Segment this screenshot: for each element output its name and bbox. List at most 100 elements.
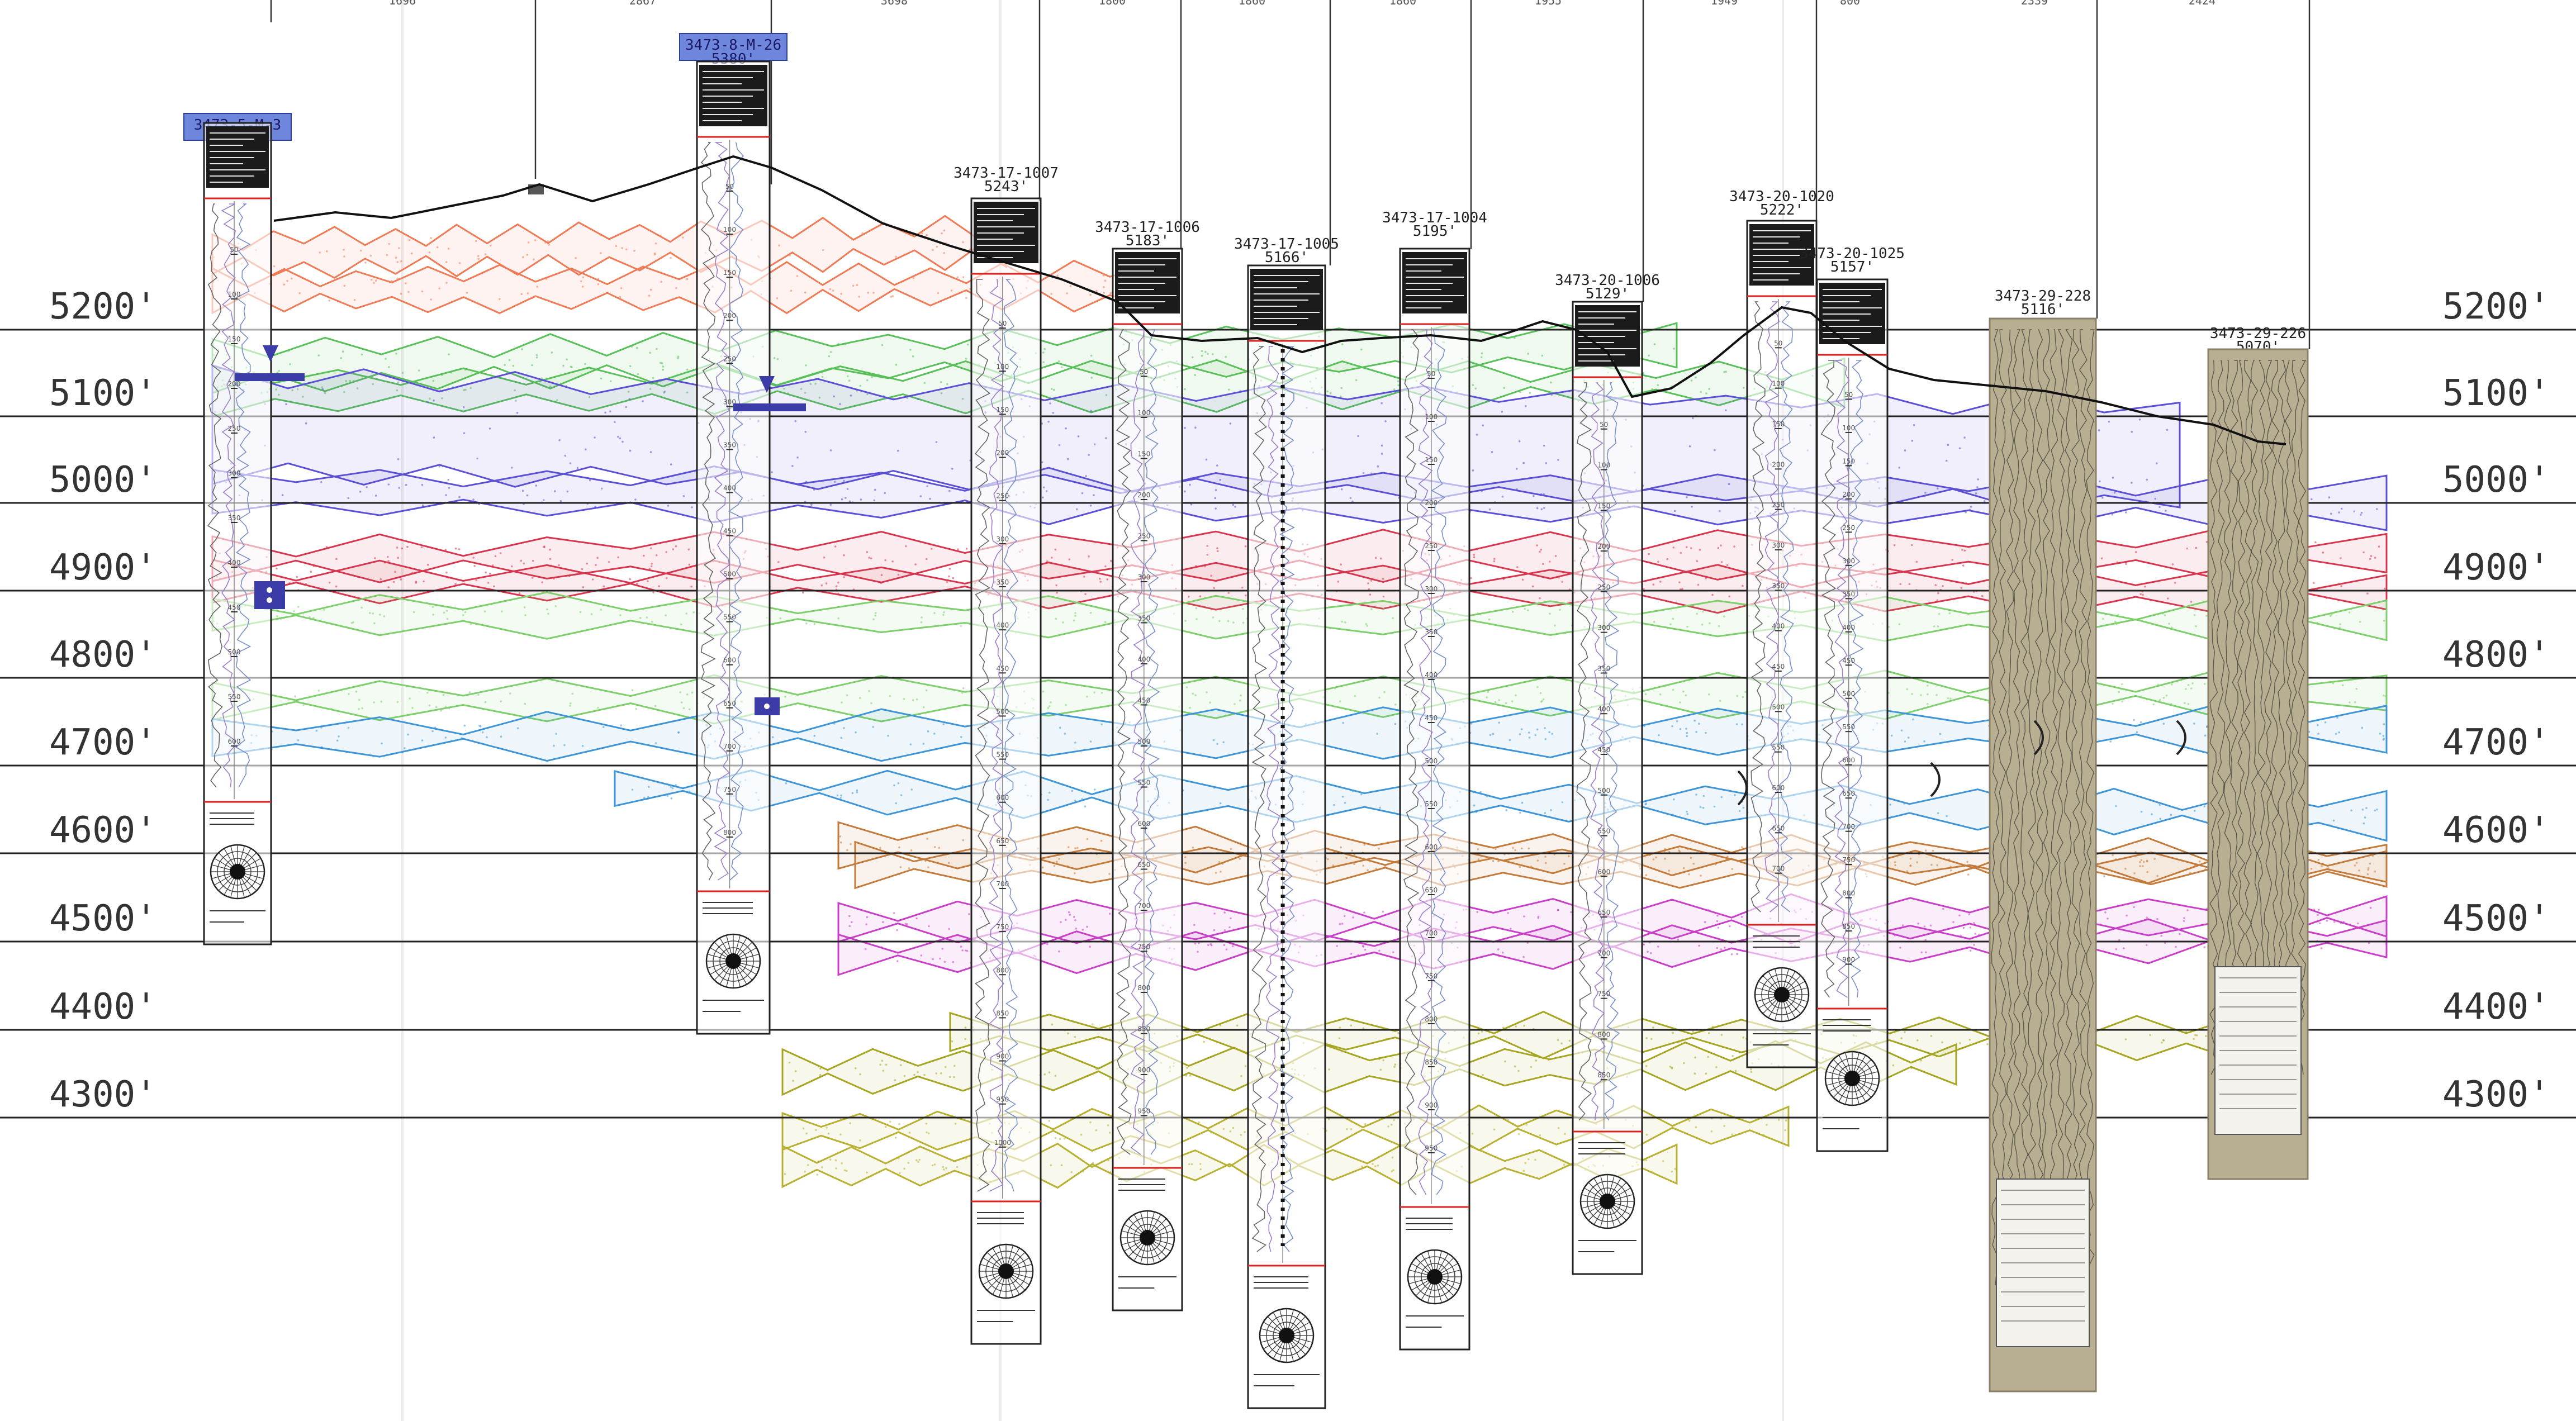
band-dot [650, 565, 653, 568]
band-dot [581, 745, 584, 747]
band-dot [937, 625, 940, 627]
band-dot [856, 284, 858, 286]
band-dot [336, 739, 339, 742]
band-dot [1981, 595, 1984, 597]
band-dot [619, 614, 622, 616]
raster-trace [1991, 329, 2000, 1286]
band-dot [317, 690, 320, 692]
band-dot [850, 843, 852, 845]
band-dot [894, 1079, 896, 1081]
band-dot [321, 386, 324, 388]
band-dot [296, 388, 299, 391]
well-name: 3473-20-1025 [1800, 245, 1905, 262]
band-dot [564, 454, 567, 457]
band-dot [1645, 1133, 1648, 1136]
band-dot [950, 289, 953, 292]
band-dot [276, 567, 278, 570]
band-dot [1188, 595, 1190, 598]
band-dot [1785, 1119, 1787, 1121]
band-dot [2118, 939, 2120, 941]
raster-trace [2209, 360, 2218, 1075]
band-dot [951, 1040, 953, 1043]
band-dot [1074, 847, 1076, 849]
band-dot [1503, 387, 1505, 389]
band-dot [927, 866, 929, 868]
band-dot [920, 621, 923, 624]
band-dot [905, 545, 907, 548]
depth-label: 450 [996, 664, 1009, 672]
band-dot [832, 289, 834, 292]
band-dot [1666, 558, 1669, 560]
band-dot [385, 358, 387, 360]
band-dot [943, 252, 945, 254]
band-dot [1360, 793, 1363, 796]
band-dot [1963, 436, 1966, 439]
band-dot [1936, 487, 1939, 489]
band-dot [686, 278, 689, 281]
band-dot [355, 691, 358, 693]
band-dot [427, 401, 429, 403]
band-dot [1717, 546, 1720, 549]
band-dot [928, 925, 930, 928]
band-dot [945, 1066, 947, 1068]
band-dot [433, 399, 435, 402]
band-dot [1548, 1058, 1550, 1061]
band-dot [2120, 683, 2123, 686]
band-dot [600, 609, 603, 611]
band-dot [448, 487, 450, 489]
band-dot [846, 488, 849, 491]
band-dot [665, 551, 667, 553]
band-dot [675, 784, 677, 786]
band-dot [2190, 687, 2193, 690]
band-dot [543, 546, 545, 548]
band-dot [475, 579, 478, 582]
band-dot [2145, 944, 2148, 947]
depth-label: 100 [1137, 409, 1150, 417]
depth-label: 100 [1842, 424, 1855, 432]
band-dot [651, 563, 653, 565]
band-dot [1696, 612, 1698, 615]
band-dot [953, 1076, 955, 1078]
band-dot [1214, 497, 1217, 500]
band-dot [925, 1123, 928, 1125]
band-dot [1723, 615, 1725, 617]
band-dot [918, 1158, 921, 1161]
band-dot [1686, 731, 1688, 734]
band-dot [1742, 696, 1744, 698]
band-dot [788, 620, 790, 622]
band-dot [411, 707, 414, 709]
depth-label: 400 [1772, 622, 1785, 630]
band-dot [278, 393, 280, 396]
band-dot [2366, 592, 2369, 595]
depth-label: 900 [1842, 956, 1855, 964]
depth-label: 350 [1772, 582, 1785, 590]
depth-label: 300 [996, 535, 1009, 543]
band-dot [310, 571, 312, 573]
band-dot [2142, 861, 2145, 863]
band-dot [925, 689, 928, 692]
band-dot [341, 350, 344, 353]
band-dot [379, 614, 381, 616]
band-dot [865, 923, 867, 925]
band-dot [1391, 1170, 1393, 1172]
band-dot [299, 582, 302, 584]
band-dot [2368, 942, 2370, 944]
band-dot [688, 563, 691, 566]
band-dot [297, 739, 300, 742]
depth-label: 750 [1137, 943, 1150, 951]
band-dot [290, 277, 293, 280]
band-dot [956, 1166, 959, 1168]
band-dot [1682, 690, 1685, 693]
band-dot [1528, 731, 1530, 734]
band-dot [849, 1122, 851, 1124]
band-dot [1652, 1026, 1654, 1029]
band-dot [2111, 614, 2113, 616]
band-dot [1481, 490, 1483, 492]
band-dot [1059, 1138, 1061, 1140]
band-dot [291, 389, 293, 392]
band-dot [1370, 579, 1373, 582]
band-dot [547, 240, 549, 243]
band-dot [670, 797, 673, 800]
band-dot [1507, 912, 1509, 914]
band-dot [1967, 873, 1970, 876]
